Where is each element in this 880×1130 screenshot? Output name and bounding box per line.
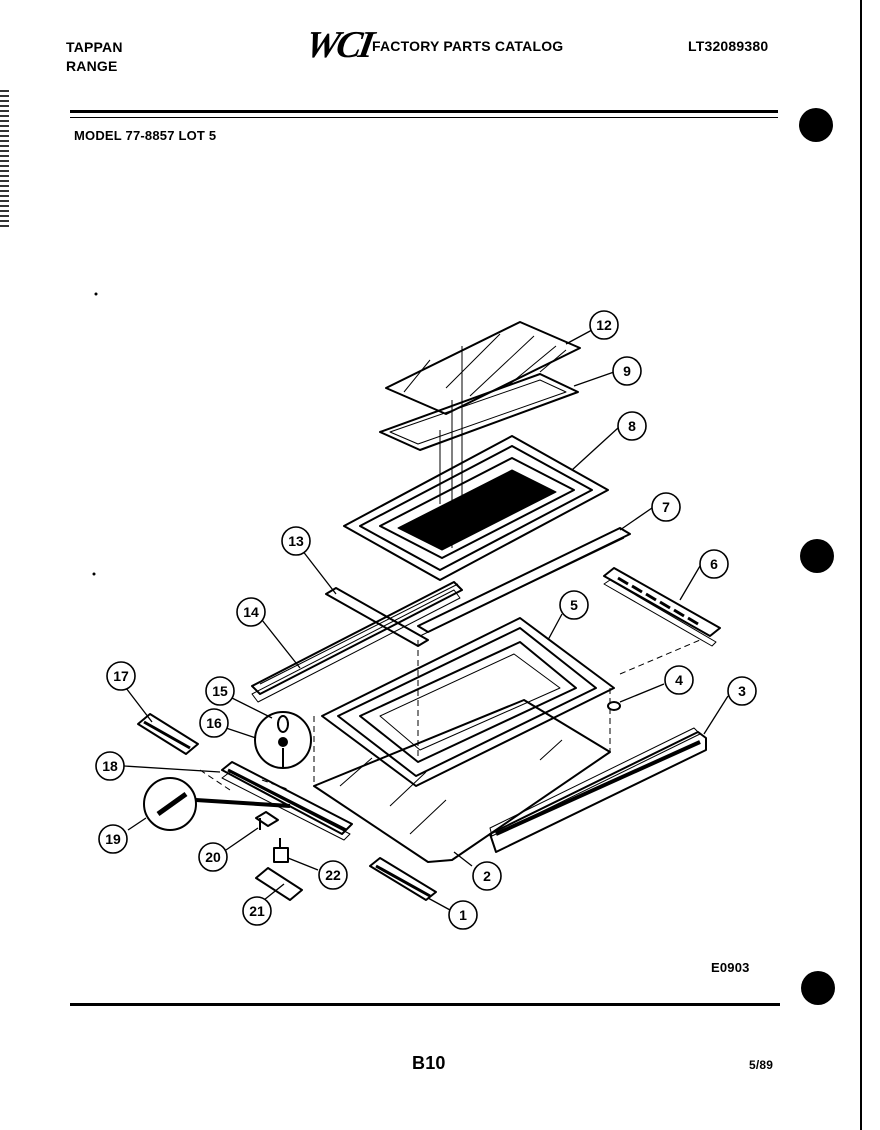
part-6-hinge-rail — [603, 567, 721, 647]
callout-3: 3 — [727, 676, 757, 706]
callout-label: 9 — [623, 363, 631, 379]
callout-label: 22 — [325, 867, 341, 883]
part-13-bracket — [325, 587, 429, 647]
scan-speck — [92, 572, 96, 576]
callout-label: 19 — [105, 831, 121, 847]
callout-22: 22 — [318, 860, 348, 890]
callout-6: 6 — [699, 549, 729, 579]
revision-date: 5/89 — [749, 1058, 774, 1072]
callout-label: 21 — [249, 903, 265, 919]
part-15-16-detail-circle — [254, 711, 312, 769]
part-9-gasket — [379, 373, 579, 451]
callout-label: 4 — [675, 672, 683, 688]
callout-14: 14 — [236, 597, 266, 627]
part-20-clip — [255, 811, 279, 830]
model-line: MODEL 77-8857 LOT 5 — [74, 128, 217, 143]
brand-name: TAPPAN — [66, 39, 123, 55]
callout-4: 4 — [664, 665, 694, 695]
callout-5: 5 — [559, 590, 589, 620]
header-rule-thin — [70, 117, 778, 118]
product-type: RANGE — [66, 58, 118, 74]
callout-label: 1 — [459, 907, 467, 923]
header-rule — [70, 110, 778, 113]
callout-15: 15 — [205, 676, 235, 706]
binder-hole-top — [799, 108, 833, 142]
callout-label: 16 — [206, 715, 222, 731]
part-22-fastener — [273, 838, 289, 863]
door-outline-dashed — [199, 639, 701, 791]
callout-label: 18 — [102, 758, 118, 774]
page-number: B10 — [412, 1053, 446, 1073]
callout-1: 1 — [448, 900, 478, 930]
callout-13: 13 — [281, 526, 311, 556]
callout-label: 2 — [483, 868, 491, 884]
callout-label: 13 — [288, 533, 304, 549]
callout-label: 20 — [205, 849, 221, 865]
callout-7: 7 — [651, 492, 681, 522]
catalog-title: FACTORY PARTS CATALOG — [372, 38, 564, 54]
part-21-plate — [255, 867, 303, 901]
part-14-side-trim — [251, 581, 463, 703]
callout-8: 8 — [617, 411, 647, 441]
callout-label: 14 — [243, 604, 259, 620]
callout-label: 6 — [710, 556, 718, 572]
part-7-trim-strip — [417, 527, 631, 637]
part-3-side-channel — [489, 727, 707, 853]
part-2-door-glass — [313, 699, 611, 863]
scan-speck — [94, 292, 98, 296]
callout-16: 16 — [199, 708, 229, 738]
binder-hole-middle — [800, 539, 834, 573]
callout-label: 5 — [570, 597, 578, 613]
part-1-door-bracket — [369, 857, 437, 901]
callout-label: 8 — [628, 418, 636, 434]
footer-rule — [70, 1003, 780, 1006]
scan-edge-marks — [0, 90, 9, 230]
part-18-handle-channel — [221, 761, 353, 841]
part-12-glass-panel — [385, 321, 581, 415]
callout-label: 7 — [662, 499, 670, 515]
callout-label: 17 — [113, 668, 129, 684]
callout-18: 18 — [95, 751, 125, 781]
part-4-clip — [607, 701, 621, 711]
part-17-small-bracket — [137, 713, 199, 755]
callout-17: 17 — [106, 661, 136, 691]
callout-9: 9 — [612, 356, 642, 386]
callout-label: 15 — [212, 683, 228, 699]
callout-2: 2 — [472, 861, 502, 891]
drawing-code: E0903 — [711, 960, 750, 975]
binder-hole-bottom — [801, 971, 835, 1005]
part-19-detail-circle — [143, 777, 291, 831]
part-5-outer-door-frame — [321, 617, 615, 787]
page-border — [860, 0, 862, 1130]
callout-21: 21 — [242, 896, 272, 926]
callout-label: 3 — [738, 683, 746, 699]
catalog-number: LT32089380 — [688, 38, 769, 54]
callout-label: 12 — [596, 317, 612, 333]
callout-12: 12 — [589, 310, 619, 340]
callout-19: 19 — [98, 824, 128, 854]
callout-20: 20 — [198, 842, 228, 872]
part-8-inner-door-frame — [343, 435, 609, 581]
